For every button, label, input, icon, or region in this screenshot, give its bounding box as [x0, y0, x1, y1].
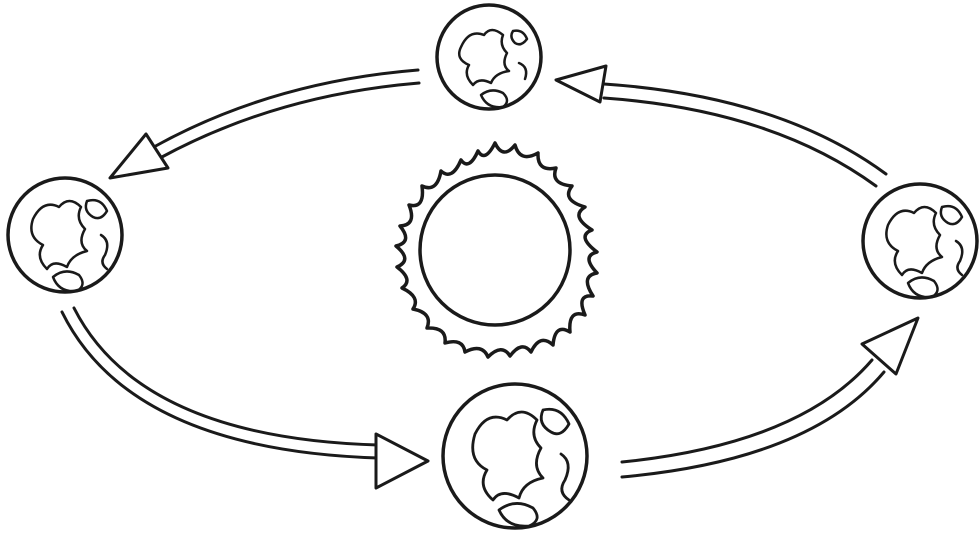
orbit-arrow-top-to-left: [110, 70, 419, 178]
sun-icon: [396, 143, 597, 357]
earth-icon-top: [437, 5, 541, 109]
earth-icon-bottom: [443, 384, 587, 528]
earth-icon-right: [863, 184, 977, 298]
orbit-arrow-bottom-to-right: [622, 318, 918, 477]
earth-icon-left: [8, 178, 122, 292]
orbit-arrow-right-to-top: [556, 66, 886, 186]
orbit-arrow-left-to-bottom: [62, 308, 428, 488]
